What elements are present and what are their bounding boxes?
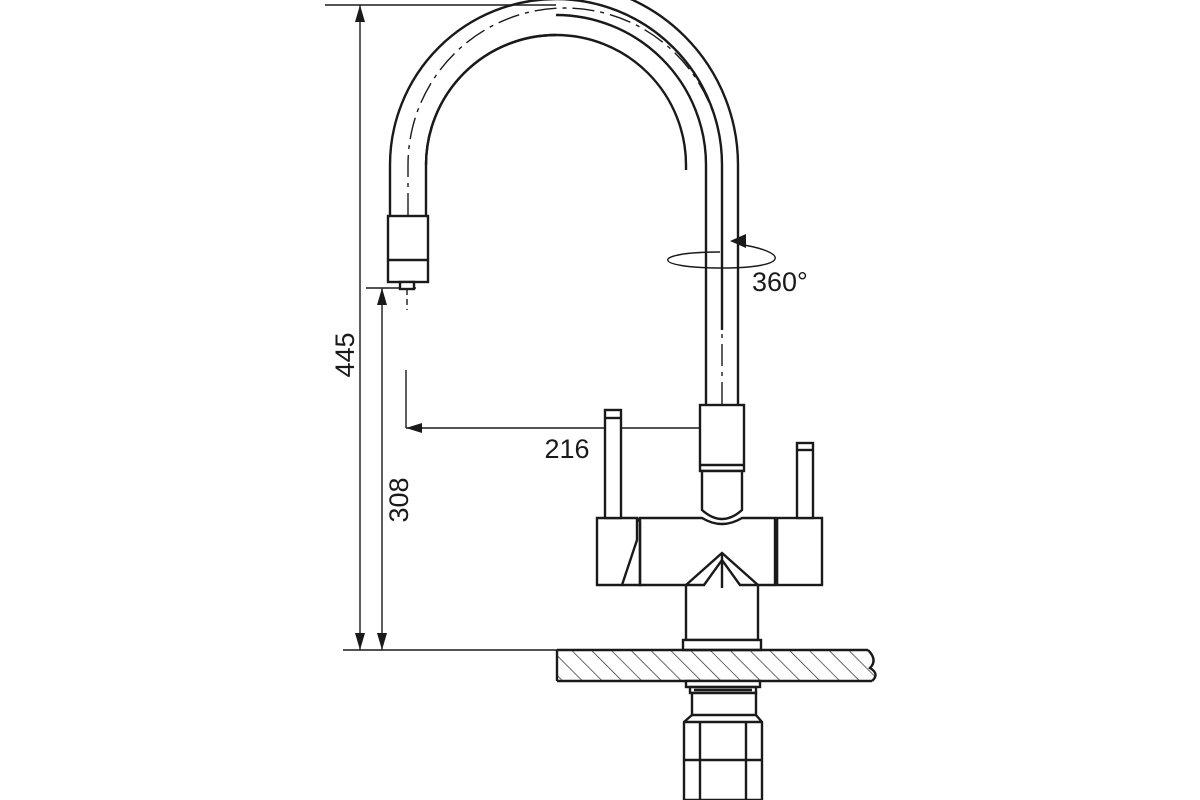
mounting-hardware — [682, 679, 764, 800]
faucet-body — [595, 403, 824, 652]
outlet-height-label: 308 — [384, 477, 414, 522]
spout — [388, 0, 740, 405]
rotation-arrow-icon — [667, 234, 776, 269]
countertop — [555, 648, 877, 683]
spout-head — [386, 214, 430, 310]
overall-height-label: 445 — [330, 332, 360, 377]
reach-label: 216 — [544, 434, 589, 464]
rotation-label: 360° — [752, 267, 808, 297]
